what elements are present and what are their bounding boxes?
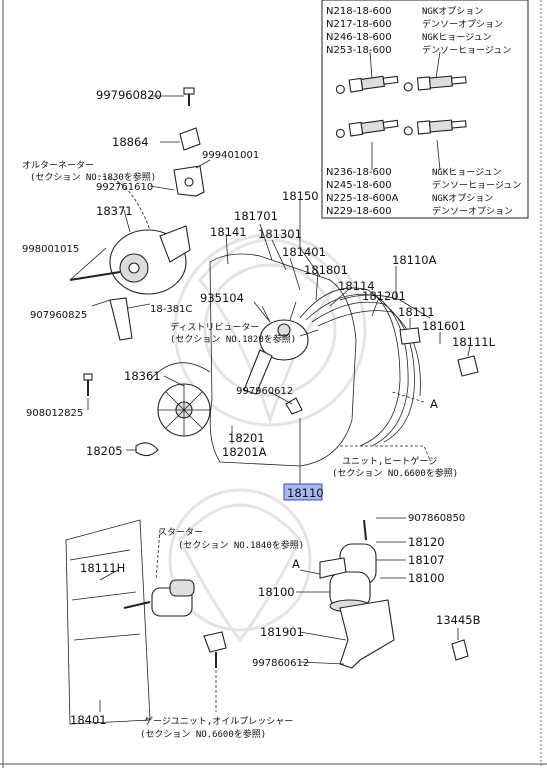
label-18110[interactable]: 18110 [287, 486, 324, 500]
engine-outline [209, 253, 357, 467]
clip-18205 [135, 442, 159, 457]
label-997860612: 997860612 [252, 658, 309, 669]
spark-plug-box: N218-18-600 NGKオプション N217-18-600 デンソーオプシ… [321, 0, 529, 219]
label-999401001: 999401001 [202, 150, 259, 161]
boot-18111L [457, 355, 479, 377]
label-18114: 18114 [338, 279, 375, 293]
bracket-18864 [179, 127, 201, 151]
label-18401: 18401 [70, 713, 107, 727]
bolt-997960820 [183, 87, 195, 106]
distributor [243, 301, 319, 395]
spark-plug-box-frame [321, 0, 529, 219]
label-997960612: 997960612 [236, 386, 293, 397]
label-18201A: 18201A [222, 445, 267, 459]
label-18371: 18371 [96, 204, 133, 218]
plug-part-1: N218-18-600 [326, 6, 392, 17]
plug-part-8: N229-18-600 [326, 206, 392, 217]
plug-desc-3: NGKヒョージュン [422, 32, 491, 43]
label-18120: 18120 [408, 535, 445, 549]
starter-ref: (セクション NO.1840を参照) [178, 539, 304, 551]
label-181201: 181201 [362, 289, 406, 303]
plug-desc-2: デンソーオプション [422, 18, 503, 30]
label-18150: 18150 [282, 189, 319, 203]
label-13445B: 13445B [436, 613, 481, 627]
heat-gauge-note: ユニット,ヒートゲージ [342, 455, 437, 467]
label-18201: 18201 [228, 431, 265, 445]
transmission-housing [65, 519, 151, 725]
cooling-fan [149, 362, 211, 437]
label-18361: 18361 [124, 369, 161, 383]
mark-a-lower: A [292, 557, 300, 571]
oil-gauge-note: ゲージユニット,オイルプレッシャー [144, 715, 293, 727]
plug-part-3: N246-18-600 [326, 32, 392, 43]
label-181901: 181901 [260, 625, 304, 639]
plug-desc-7: NGKオプション [432, 193, 493, 204]
plug-desc-4: デンソーヒョージュン [422, 44, 511, 56]
distributor-note: ディストリビューター [170, 321, 259, 333]
clip-13445B [451, 639, 469, 661]
label-181701: 181701 [234, 209, 278, 223]
mark-a-upper: A [430, 397, 438, 411]
label-18107: 18107 [408, 553, 445, 567]
alternator-ref: (セクション NO.1830を参照) [30, 171, 156, 183]
plug-part-5: N236-18-600 [326, 167, 392, 178]
bracket-18371 [109, 297, 133, 341]
starter-motor [123, 579, 195, 617]
plug-part-7: N225-18-600A [326, 193, 399, 204]
plug-part-4: N253-18-600 [326, 45, 392, 56]
highlight-18110 [283, 483, 323, 501]
alternator-note: オルターネーター [22, 160, 94, 171]
oil-gauge-ref: (セクション NO.6600を参照) [140, 728, 266, 740]
label-18-381C: 18-381C [150, 304, 192, 315]
label-992761610: 992761610 [96, 182, 153, 193]
sensor-997960612 [285, 397, 303, 415]
label-181301: 181301 [258, 227, 302, 241]
ignition-coil-assembly [319, 519, 377, 613]
label-18205: 18205 [86, 444, 123, 458]
bracket-999401001 [173, 165, 205, 197]
plug-desc-6: デンソーヒョージュン [432, 179, 521, 191]
label-907860850: 907860850 [408, 513, 465, 524]
plug-desc-5: NGKヒョージュン [432, 167, 501, 178]
alternator [69, 225, 191, 295]
starter-note: スターター [158, 527, 203, 538]
label-18111L: 18111L [452, 335, 496, 349]
bolt-908012825 [83, 373, 93, 396]
plug-part-6: N245-18-600 [326, 180, 392, 191]
label-181601: 181601 [422, 319, 466, 333]
oil-pressure-unit [203, 631, 227, 668]
plug-list-bottom: N236-18-600 NGKヒョージュン N245-18-600 デンソーヒョ… [326, 167, 521, 217]
leader-lines [69, 95, 471, 712]
label-908012825: 908012825 [26, 408, 83, 419]
boot-18111 [399, 327, 421, 345]
label-181801: 181801 [304, 263, 348, 277]
label-18864: 18864 [112, 135, 149, 149]
label-181401: 181401 [282, 245, 326, 259]
heat-gauge-ref: (セクション NO.6600を参照) [332, 467, 458, 479]
label-18100-right: 18100 [408, 571, 445, 585]
spark-plug-illustrations [335, 51, 467, 171]
label-998001015: 998001015 [22, 244, 79, 255]
label-18100-left: 18100 [258, 585, 295, 599]
coil-bracket-181901 [339, 599, 395, 669]
label-18111H: 18111H [80, 561, 125, 575]
plug-part-2: N217-18-600 [326, 19, 392, 30]
label-997960820: 997960820 [96, 88, 162, 102]
label-18141: 18141 [210, 225, 247, 239]
plug-desc-1: NGKオプション [422, 6, 483, 17]
label-935104: 935104 [200, 291, 244, 305]
plug-desc-8: デンソーオプション [432, 205, 513, 217]
label-18111: 18111 [398, 305, 435, 319]
label-18110A: 18110A [392, 253, 437, 267]
label-907960825: 907960825 [30, 310, 87, 321]
distributor-ref: (セクション NO.1820を参照) [170, 333, 296, 345]
part-labels: 997960820 18864 オルターネーター (セクション NO.1830を… [22, 88, 496, 740]
plug-list-top: N218-18-600 NGKオプション N217-18-600 デンソーオプシ… [326, 6, 511, 56]
